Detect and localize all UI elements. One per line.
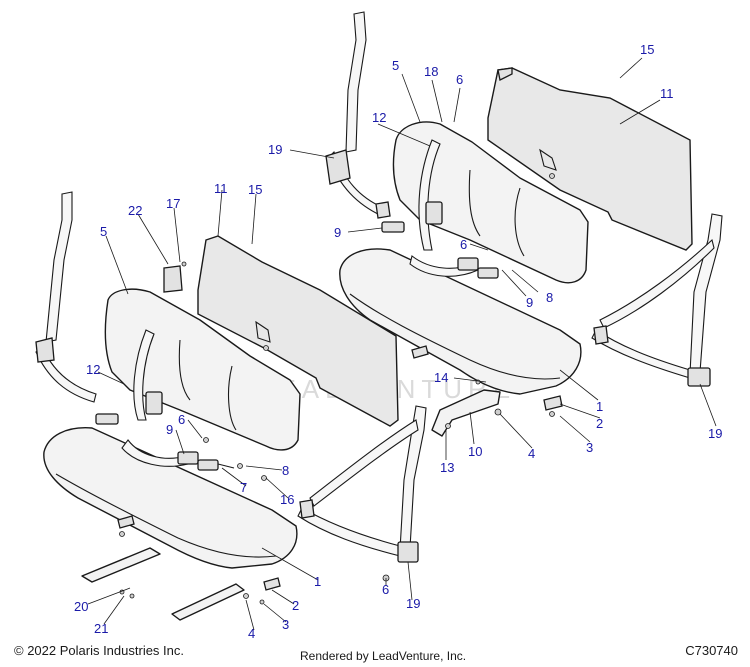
callout-12-front: 12 [86,362,100,377]
rear-seat-bottom-cushion [339,248,582,395]
callout-20: 20 [74,599,88,614]
front-seat-bottom-cushion [43,427,298,569]
front-seat-center-belt [95,329,235,471]
callout-15-front: 15 [248,182,262,197]
figure-id: C730740 [685,643,738,658]
callout-19-rear-left: 19 [268,142,282,157]
front-seat-right-belt [297,405,427,563]
callout-4-rear: 4 [528,446,535,461]
front-seat-left-belt [35,191,97,403]
callout-19-rear-right: 19 [708,426,722,441]
callout-5-front: 5 [100,224,107,239]
front-seat-backrest-panel [197,235,399,427]
callout-22: 22 [128,203,142,218]
callout-17: 17 [166,196,180,211]
callout-21: 21 [94,621,108,636]
callout-19-front: 19 [406,596,420,611]
leader-lines [87,57,717,631]
callout-11-rear: 11 [660,86,674,101]
callout-1-front: 1 [314,574,321,589]
callout-8-front: 8 [282,463,289,478]
callout-3-front: 3 [282,617,289,632]
rear-seat-center-belt [381,139,499,279]
callout-2-front: 2 [292,598,299,613]
callout-14: 14 [434,370,448,385]
callout-1-rear: 1 [596,399,603,414]
callout-18: 18 [424,64,438,79]
callout-3-rear: 3 [586,440,593,455]
callout-16: 16 [280,492,294,507]
callout-4-front: 4 [248,626,255,641]
rear-seat-backrest-panel [487,67,693,251]
callout-6-front-low: 6 [382,582,389,597]
copyright-text: © 2022 Polaris Industries Inc. [14,643,184,658]
callout-6-rear-mid: 6 [460,237,467,252]
front-seat-back-cushion [104,288,301,451]
rear-seat-support-bracket [411,345,563,437]
callout-2-rear: 2 [596,416,603,431]
rendered-by-text: Rendered by LeadVenture, Inc. [300,649,467,663]
callout-6-front: 6 [178,412,185,427]
callout-10: 10 [468,444,482,459]
callout-11-front: 11 [214,181,228,196]
callout-9-rear-left: 9 [334,225,341,240]
callout-8-rear: 8 [546,290,553,305]
callout-13: 13 [440,460,454,475]
callout-9-rear-right: 9 [526,295,533,310]
callout-9-front: 9 [166,422,173,437]
callout-12-rear: 12 [372,110,386,125]
rear-seat-left-belt [325,11,391,219]
callout-labels: 15 5 18 6 11 12 19 9 6 9 8 1 14 2 3 4 10… [74,42,722,641]
front-seat-shoulder-guide [163,265,183,293]
rear-seat-back-cushion [392,121,589,284]
callout-5-rear: 5 [392,58,399,73]
front-seat-support-brackets [81,261,390,621]
callout-6-rear-top: 6 [456,72,463,87]
callout-15-rear: 15 [640,42,654,57]
rear-seat-right-belt [591,213,723,387]
callout-7: 7 [240,480,247,495]
